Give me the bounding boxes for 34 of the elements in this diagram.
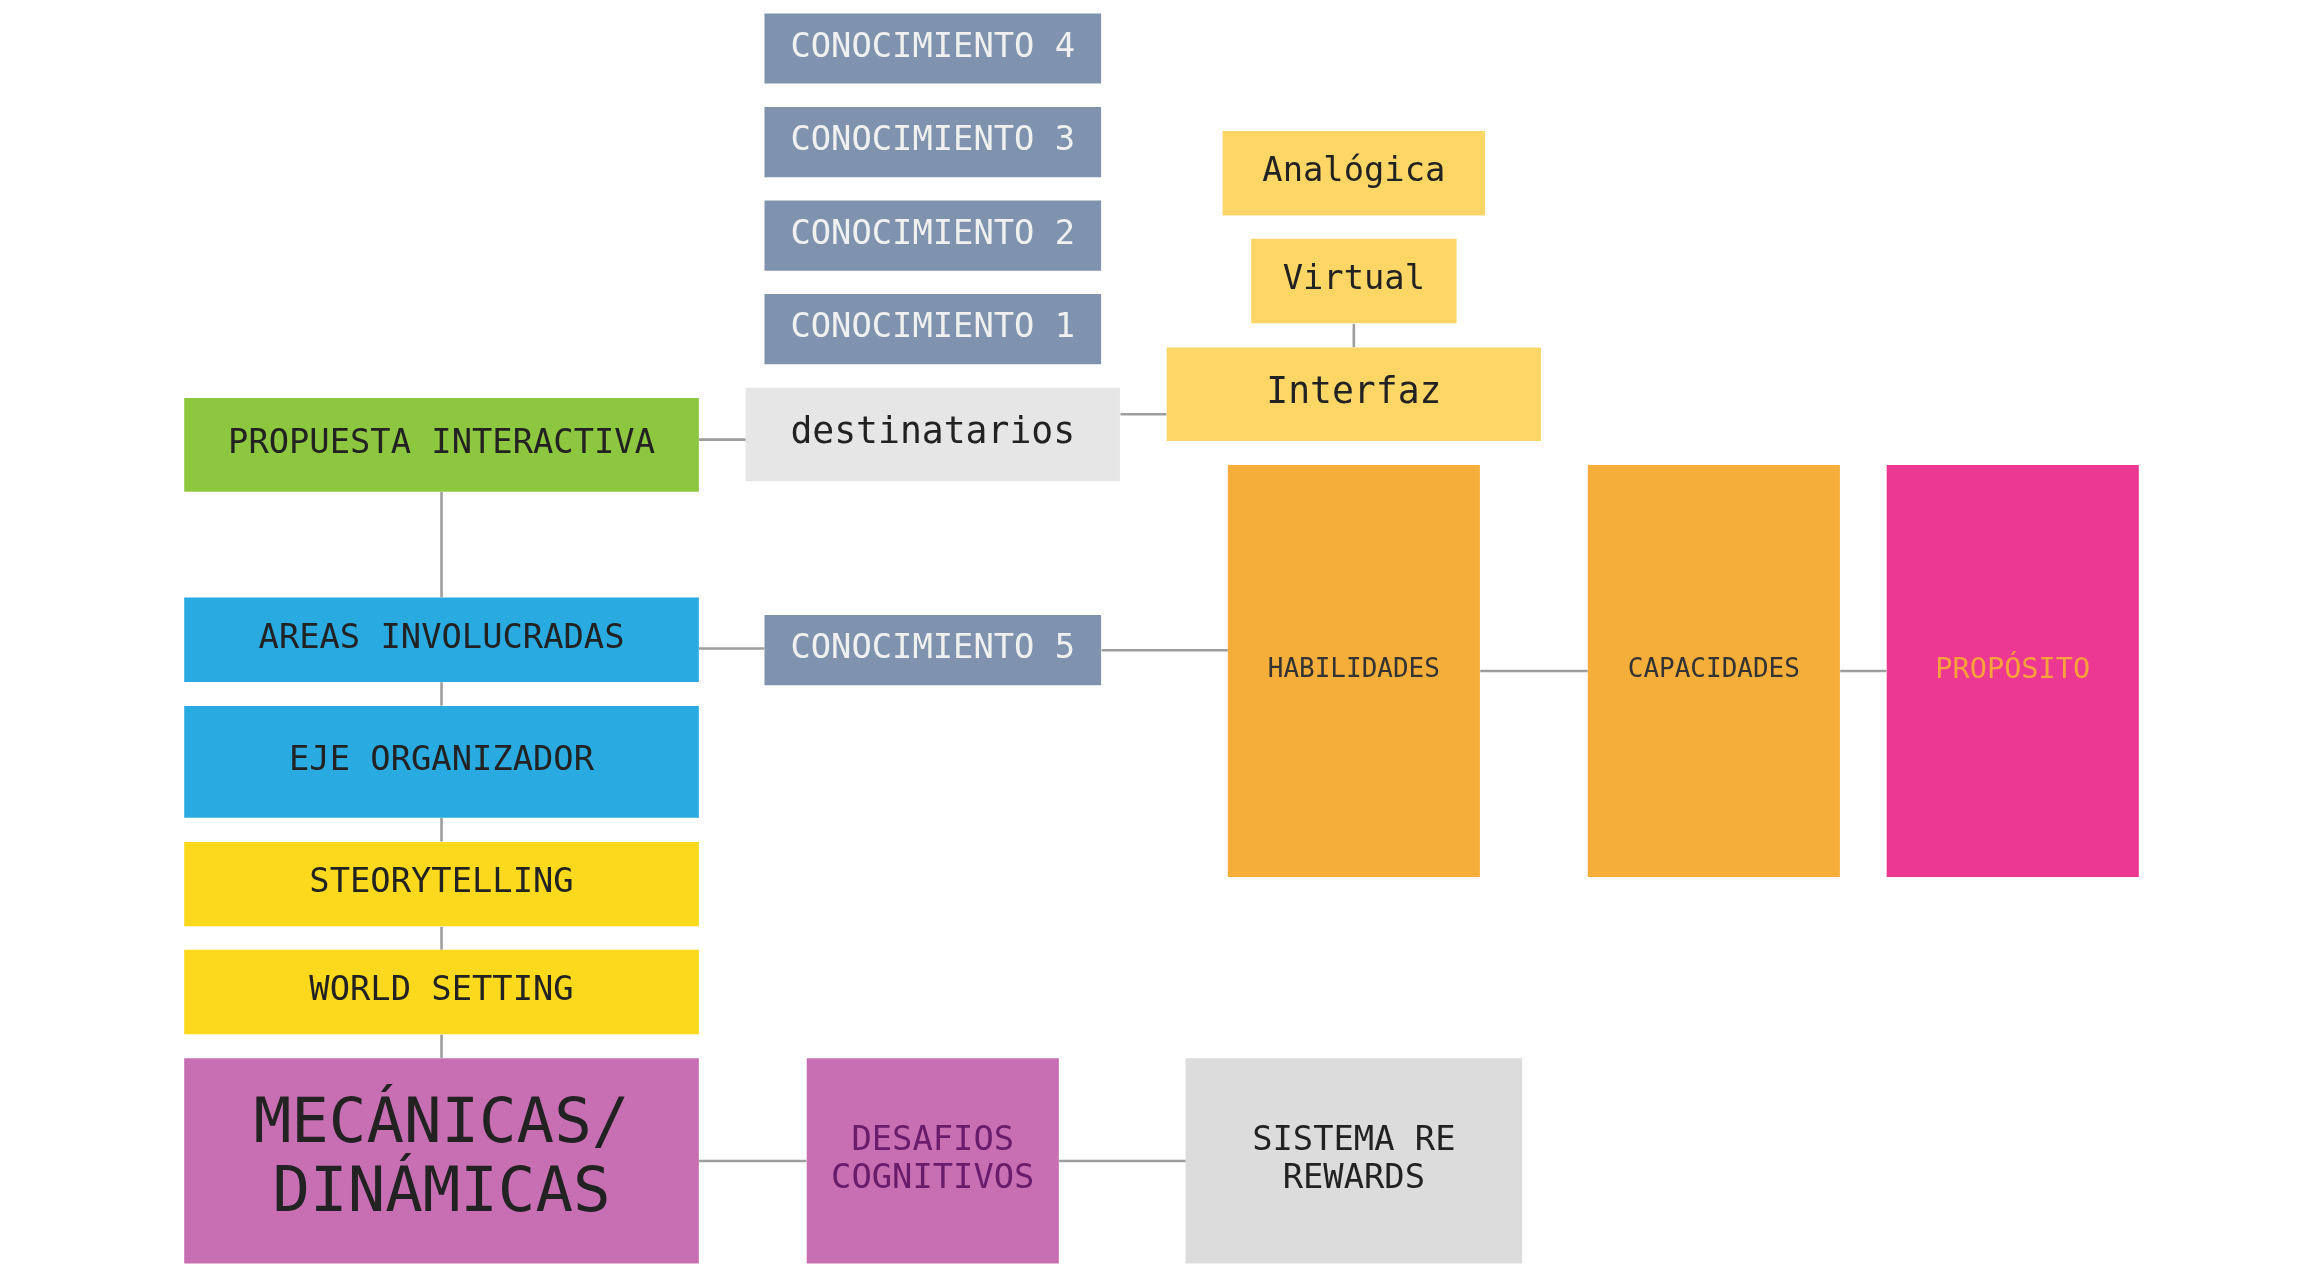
connector	[1058, 1159, 1185, 1163]
node-box: Interfaz	[1166, 347, 1541, 441]
connector	[439, 818, 443, 842]
node-box: CONOCIMIENTO 3	[763, 106, 1101, 178]
connector	[1120, 413, 1166, 416]
node-box: destinatarios	[745, 387, 1120, 482]
node-box: MECÁNICAS/ DINÁMICAS	[183, 1058, 699, 1264]
connector	[439, 926, 443, 950]
node-box: DESAFIOS COGNITIVOS	[806, 1058, 1059, 1264]
connector	[698, 1159, 806, 1163]
node-box: CONOCIMIENTO 2	[763, 200, 1101, 271]
node-box: CAPACIDADES	[1587, 465, 1840, 877]
node-box: CONOCIMIENTO 1	[763, 294, 1101, 365]
node-box: PROPÓSITO	[1886, 465, 2139, 877]
connector	[1479, 669, 1588, 673]
node-box: Virtual	[1250, 238, 1456, 324]
node-box: HABILIDADES	[1227, 465, 1480, 877]
node-box: AREAS INVOLUCRADAS	[183, 597, 699, 683]
node-box: SISTEMA RE REWARDS	[1185, 1058, 1522, 1264]
connector	[698, 647, 764, 650]
node-box: PROPUESTA INTERACTIVA	[183, 398, 699, 492]
node-box: STEORYTELLING	[183, 841, 699, 927]
node-box: CONOCIMIENTO 4	[763, 13, 1101, 84]
node-box: EJE ORGANIZADOR	[183, 706, 699, 818]
connector	[439, 1034, 443, 1058]
connector	[439, 682, 443, 706]
connector	[1839, 669, 1886, 673]
node-box: WORLD SETTING	[183, 949, 699, 1035]
connector	[698, 438, 745, 441]
connector	[439, 492, 443, 598]
connector	[1352, 323, 1355, 348]
node-box: Analógica	[1222, 131, 1485, 216]
connector	[1101, 648, 1228, 652]
node-box: CONOCIMIENTO 5	[763, 615, 1101, 686]
